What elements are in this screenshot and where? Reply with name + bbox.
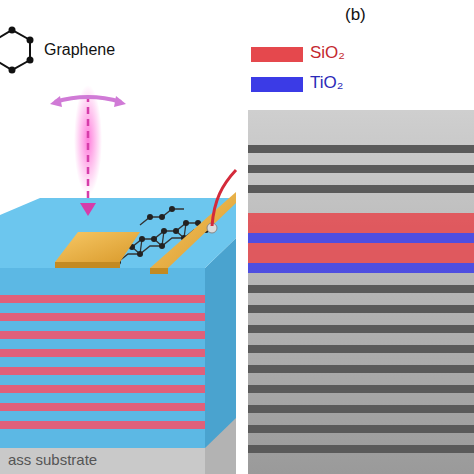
hexagon-icon (0, 27, 34, 74)
legend-swatch (251, 77, 303, 92)
part-label: Graphene (44, 41, 115, 59)
substrate-label: ass substrate (8, 452, 97, 469)
legend-swatch (251, 47, 303, 62)
gold-electrode (55, 232, 140, 262)
light-beam (50, 85, 126, 216)
sem-image (248, 110, 474, 474)
bragg-mirror (0, 198, 236, 474)
legend-text: TiO₂ (310, 74, 343, 93)
legend-text: SiO₂ (310, 44, 345, 63)
wire (212, 170, 236, 226)
gold-electrode (150, 192, 236, 268)
panel-label: (b) (345, 6, 366, 25)
